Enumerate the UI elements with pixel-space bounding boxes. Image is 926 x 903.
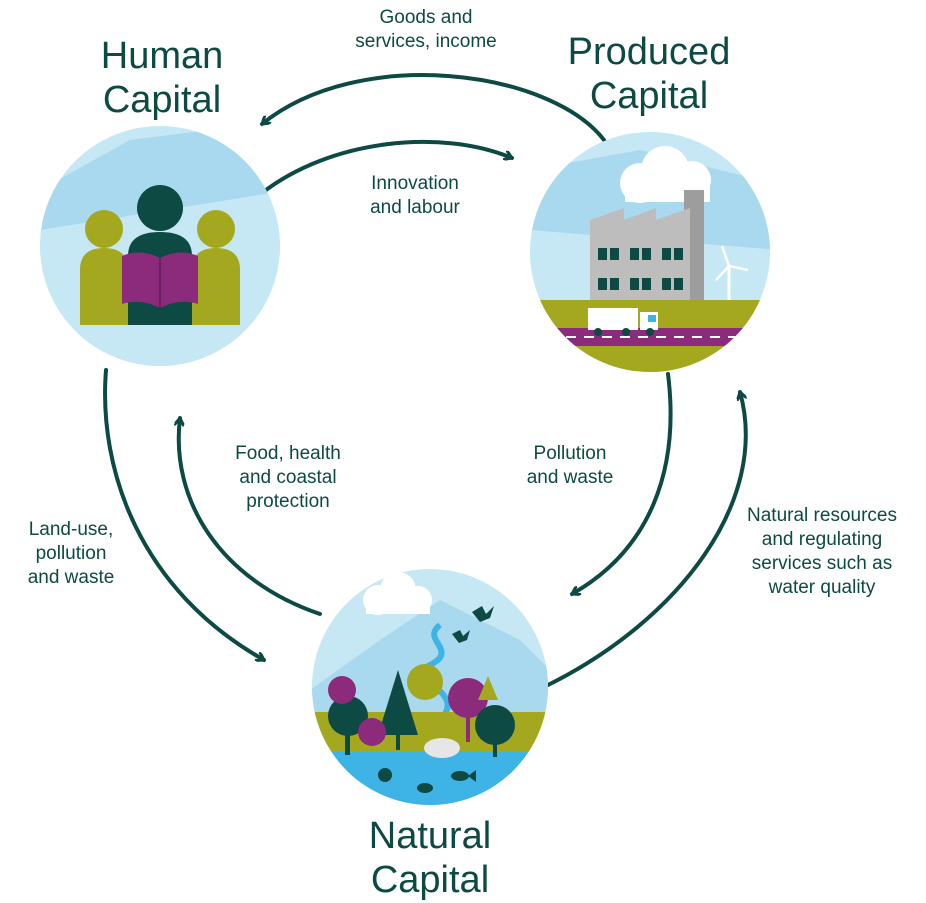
human-capital-illustration [40, 126, 280, 366]
node-title-human-capital: Human Capital [82, 34, 242, 122]
label-line: Food, health [235, 443, 341, 464]
arrow-pollution-waste [570, 372, 673, 596]
flow-label-pollution-waste: Pollution and waste [500, 442, 640, 490]
label-line: Goods and [379, 7, 473, 28]
title-line: Capital [370, 859, 490, 901]
flow-label-land-use: Land-use, pollution and waste [6, 518, 136, 590]
label-line: pollution [35, 543, 107, 564]
label-line: and labour [370, 197, 460, 218]
label-line: Land-use, [28, 519, 114, 540]
label-line: and coastal [239, 467, 337, 488]
flow-label-goods-services-income: Goods and services, income [326, 6, 526, 54]
title-line: Capital [102, 79, 222, 121]
node-title-produced-capital: Produced Capital [546, 30, 752, 118]
label-line: Pollution [533, 443, 607, 464]
arrow-food-health-coastal [179, 416, 322, 616]
label-line: Natural resources [747, 505, 897, 526]
flow-label-natural-resources: Natural resources and regulating service… [724, 504, 920, 600]
label-line: Innovation [371, 173, 459, 194]
flow-label-food-health-coastal: Food, health and coastal protection [208, 442, 368, 514]
label-line: services, income [355, 31, 497, 52]
people-reading-book-icon [80, 185, 240, 325]
arrow-innovation-labour [260, 139, 514, 195]
flow-label-innovation-labour: Innovation and labour [340, 172, 490, 220]
label-line: protection [246, 491, 330, 512]
label-line: water quality [768, 577, 876, 598]
title-line: Natural [368, 815, 492, 857]
label-line: and waste [526, 467, 614, 488]
arrow-natural-resources [544, 390, 748, 688]
title-line: Produced [567, 31, 731, 73]
arrow-land-use-pollution-waste [103, 368, 266, 662]
arrow-goods-services-income [260, 73, 606, 142]
label-line: and waste [27, 567, 115, 588]
label-line: services such as [751, 553, 893, 574]
node-title-natural-capital: Natural Capital [346, 814, 514, 902]
label-line: and regulating [761, 529, 883, 550]
title-line: Capital [589, 75, 709, 117]
produced-capital-illustration [530, 132, 770, 372]
natural-capital-illustration [312, 569, 548, 805]
title-line: Human [100, 35, 224, 77]
